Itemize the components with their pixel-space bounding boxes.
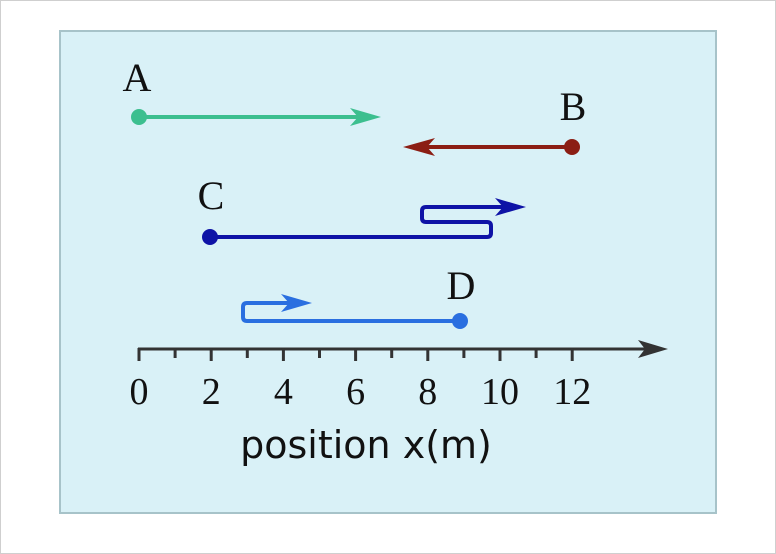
path-b-label: B xyxy=(560,84,587,129)
tick-label: 0 xyxy=(130,371,149,413)
tick-label: 6 xyxy=(346,371,365,413)
path-c-arrowhead xyxy=(495,198,526,216)
diagram-panel xyxy=(59,30,717,514)
axis-title: position x(m) xyxy=(240,423,492,467)
tick-label: 2 xyxy=(202,371,221,413)
axis-tick-labels: 0 2 4 6 8 10 12 xyxy=(130,371,592,413)
path-a-label: A xyxy=(123,55,152,100)
path-d-start-dot xyxy=(452,313,468,329)
path-d: D xyxy=(241,263,476,329)
path-c-line xyxy=(210,205,510,239)
path-c-label: C xyxy=(198,173,225,218)
tick-label: 10 xyxy=(481,371,519,413)
axis-arrowhead xyxy=(638,340,668,358)
path-d-arrowhead xyxy=(281,294,312,312)
path-d-label: D xyxy=(447,263,476,308)
path-a-start-dot xyxy=(131,109,147,125)
tick-label: 4 xyxy=(274,371,293,413)
tick-label: 12 xyxy=(553,371,591,413)
path-b-start-dot xyxy=(564,139,580,155)
path-d-line xyxy=(241,301,460,323)
path-a: A xyxy=(123,55,381,126)
path-a-arrowhead xyxy=(350,108,381,126)
path-b-arrowhead xyxy=(403,138,435,156)
path-c: C xyxy=(198,173,526,245)
path-b: B xyxy=(403,84,586,156)
axis-ticks xyxy=(137,348,574,361)
path-c-start-dot xyxy=(202,229,218,245)
tick-label: 8 xyxy=(418,371,437,413)
position-axis: 0 2 4 6 8 10 12 position x(m) xyxy=(130,340,668,467)
